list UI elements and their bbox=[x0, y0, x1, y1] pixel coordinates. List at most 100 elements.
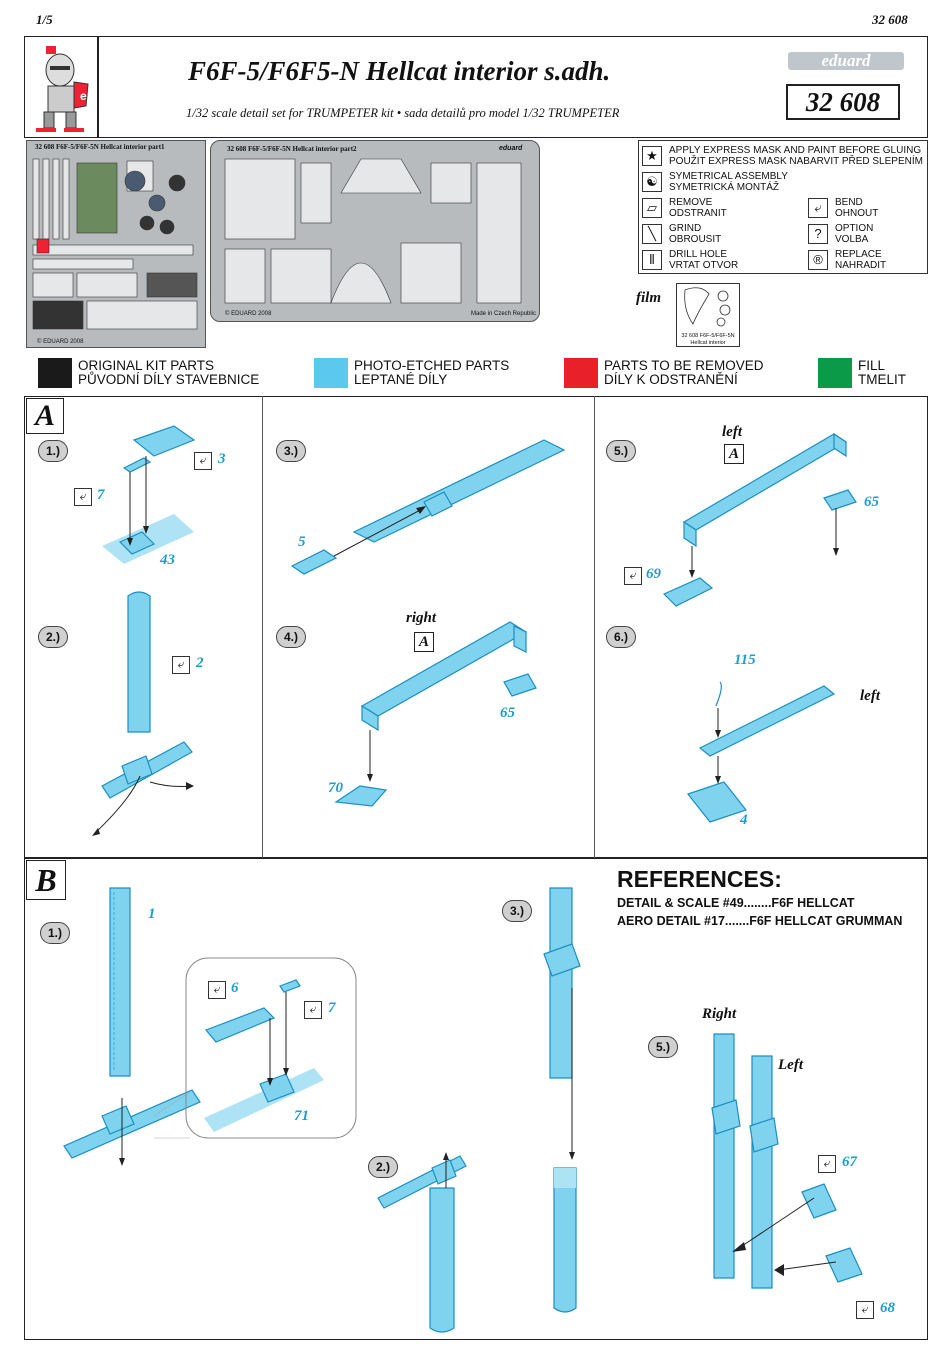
set-number-box: 32 608 bbox=[786, 84, 900, 120]
legend-line-1: OPTION bbox=[835, 223, 874, 234]
legend-line-1: REPLACE bbox=[835, 249, 882, 260]
page-subtitle: 1/32 scale detail set for TRUMPETER kit … bbox=[186, 106, 620, 120]
section-a-divider-2 bbox=[594, 396, 596, 858]
yin-yang-icon: ☯ bbox=[642, 172, 662, 192]
bend-icon: ⤶ bbox=[808, 198, 828, 218]
legend-line-1: BEND bbox=[835, 197, 863, 208]
section-a-drawings bbox=[92, 425, 857, 836]
step-a1-badge: 1.) bbox=[38, 440, 68, 462]
step-a1-drawing bbox=[102, 425, 196, 564]
references-title: REFERENCES: bbox=[617, 866, 782, 892]
section-a-divider-1 bbox=[262, 396, 264, 858]
left-label: left bbox=[860, 688, 880, 704]
section-b-frame bbox=[24, 858, 928, 1340]
part-67: 67 bbox=[842, 1154, 857, 1170]
color-swatch bbox=[314, 358, 348, 388]
step-a5-drawing bbox=[662, 432, 857, 607]
star-icon: ★ bbox=[642, 146, 662, 166]
part-2: 2 bbox=[196, 655, 204, 671]
bend-icon: ⤶ bbox=[624, 567, 642, 585]
part-6: 6 bbox=[231, 980, 239, 996]
grind-icon: ╲ bbox=[642, 224, 662, 244]
fret-1-copyright: © EDUARD 2008 bbox=[37, 339, 84, 345]
fret-2-image: 32 608 F6F-5/F6F-5N Hellcat interior par… bbox=[210, 140, 540, 322]
replace-icon: ® bbox=[808, 250, 828, 270]
step-b1-badge: 1.) bbox=[40, 922, 70, 944]
part-7: 7 bbox=[328, 1000, 336, 1016]
color-swatch bbox=[564, 358, 598, 388]
header-divider bbox=[97, 37, 99, 137]
step-b3-badge: 3.) bbox=[502, 900, 532, 922]
right-label: right bbox=[406, 610, 437, 626]
color-key-line-2: PŮVODNÍ DÍLY STAVEBNICE bbox=[78, 372, 260, 387]
drill-icon: ⦀ bbox=[642, 250, 662, 270]
part-69: 69 bbox=[646, 566, 661, 582]
step-a4-drawing bbox=[334, 621, 537, 807]
legend-panel bbox=[638, 140, 928, 274]
legend-line-1: SYMETRICAL ASSEMBLY bbox=[669, 171, 788, 182]
step-b3-drawing bbox=[543, 887, 581, 1313]
color-key-line-2: TMELIT bbox=[858, 372, 907, 387]
left-label: Left bbox=[778, 1057, 803, 1073]
legend-line-1: REMOVE bbox=[669, 197, 713, 208]
step-b1-drawing bbox=[63, 887, 357, 1166]
part-70: 70 bbox=[328, 780, 343, 796]
step-a2-drawing bbox=[92, 591, 194, 836]
part-7: 7 bbox=[97, 487, 105, 503]
film-caption-1: 32 608 F6F-5/F6F-5N bbox=[681, 333, 735, 339]
bend-icon: ⤶ bbox=[208, 981, 226, 999]
bend-icon: ⤶ bbox=[194, 452, 212, 470]
step-a3-drawing bbox=[290, 439, 566, 575]
reference-1: DETAIL & SCALE #49........F6F HELLCAT bbox=[617, 896, 855, 910]
part-65: 65 bbox=[500, 705, 515, 721]
legend-line-1: DRILL HOLE bbox=[669, 249, 727, 260]
part-3: 3 bbox=[218, 451, 226, 467]
film-label: film bbox=[636, 290, 661, 306]
step-a2-badge: 2.) bbox=[38, 626, 68, 648]
option-icon: ? bbox=[808, 224, 828, 244]
fret-2-title: 32 608 F6F-5/F6F-5N Hellcat interior par… bbox=[227, 145, 357, 153]
legend-line-2: VRTAT OTVOR bbox=[669, 260, 739, 271]
bend-icon: ⤶ bbox=[818, 1155, 836, 1173]
film-parts bbox=[684, 287, 731, 327]
color-key-line-2: DÍLY K ODSTRANĚNÍ bbox=[604, 372, 738, 387]
color-key-line-1: PHOTO-ETCHED PARTS bbox=[354, 358, 510, 373]
bend-icon: ⤶ bbox=[304, 1001, 322, 1019]
legend-line-2: ODSTRANIT bbox=[669, 208, 727, 219]
header-frame bbox=[24, 36, 928, 138]
reference-a-box: A bbox=[724, 444, 744, 464]
step-b2-drawing bbox=[377, 1152, 467, 1333]
bend-icon: ⤶ bbox=[74, 488, 92, 506]
fret-2-copyright: © EDUARD 2008 bbox=[225, 311, 272, 317]
color-key-line-2: LEPTANÉ DÍLY bbox=[354, 372, 448, 387]
page-code: 32 608 bbox=[872, 12, 908, 27]
right-label: Right bbox=[702, 1006, 737, 1022]
legend-line-2: VOLBA bbox=[835, 234, 869, 245]
film-sheet: 32 608 F6F-5/F6F-5N Hellcat interior bbox=[676, 283, 740, 347]
left-label: left bbox=[722, 424, 742, 440]
step-b2-badge: 2.) bbox=[368, 1156, 398, 1178]
step-a5-badge: 5.) bbox=[606, 440, 636, 462]
color-swatch bbox=[38, 358, 72, 388]
legend-text: APPLY EXPRESS MASK AND PAINT BEFORE GLUI… bbox=[669, 145, 923, 167]
legend-line-1: APPLY EXPRESS MASK AND PAINT BEFORE GLUI… bbox=[669, 145, 922, 156]
part-68: 68 bbox=[880, 1300, 895, 1316]
part-43: 43 bbox=[160, 552, 175, 568]
section-a-frame bbox=[24, 396, 928, 858]
reference-a-box: A bbox=[414, 632, 434, 652]
film-caption-2: Hellcat interior bbox=[690, 340, 726, 346]
fret-2-brand: eduard bbox=[499, 145, 523, 152]
section-a-label: A bbox=[26, 398, 64, 434]
knight-mascot-icon: e bbox=[36, 46, 89, 132]
color-swatch bbox=[818, 358, 852, 388]
page-number: 1/5 bbox=[36, 12, 53, 27]
